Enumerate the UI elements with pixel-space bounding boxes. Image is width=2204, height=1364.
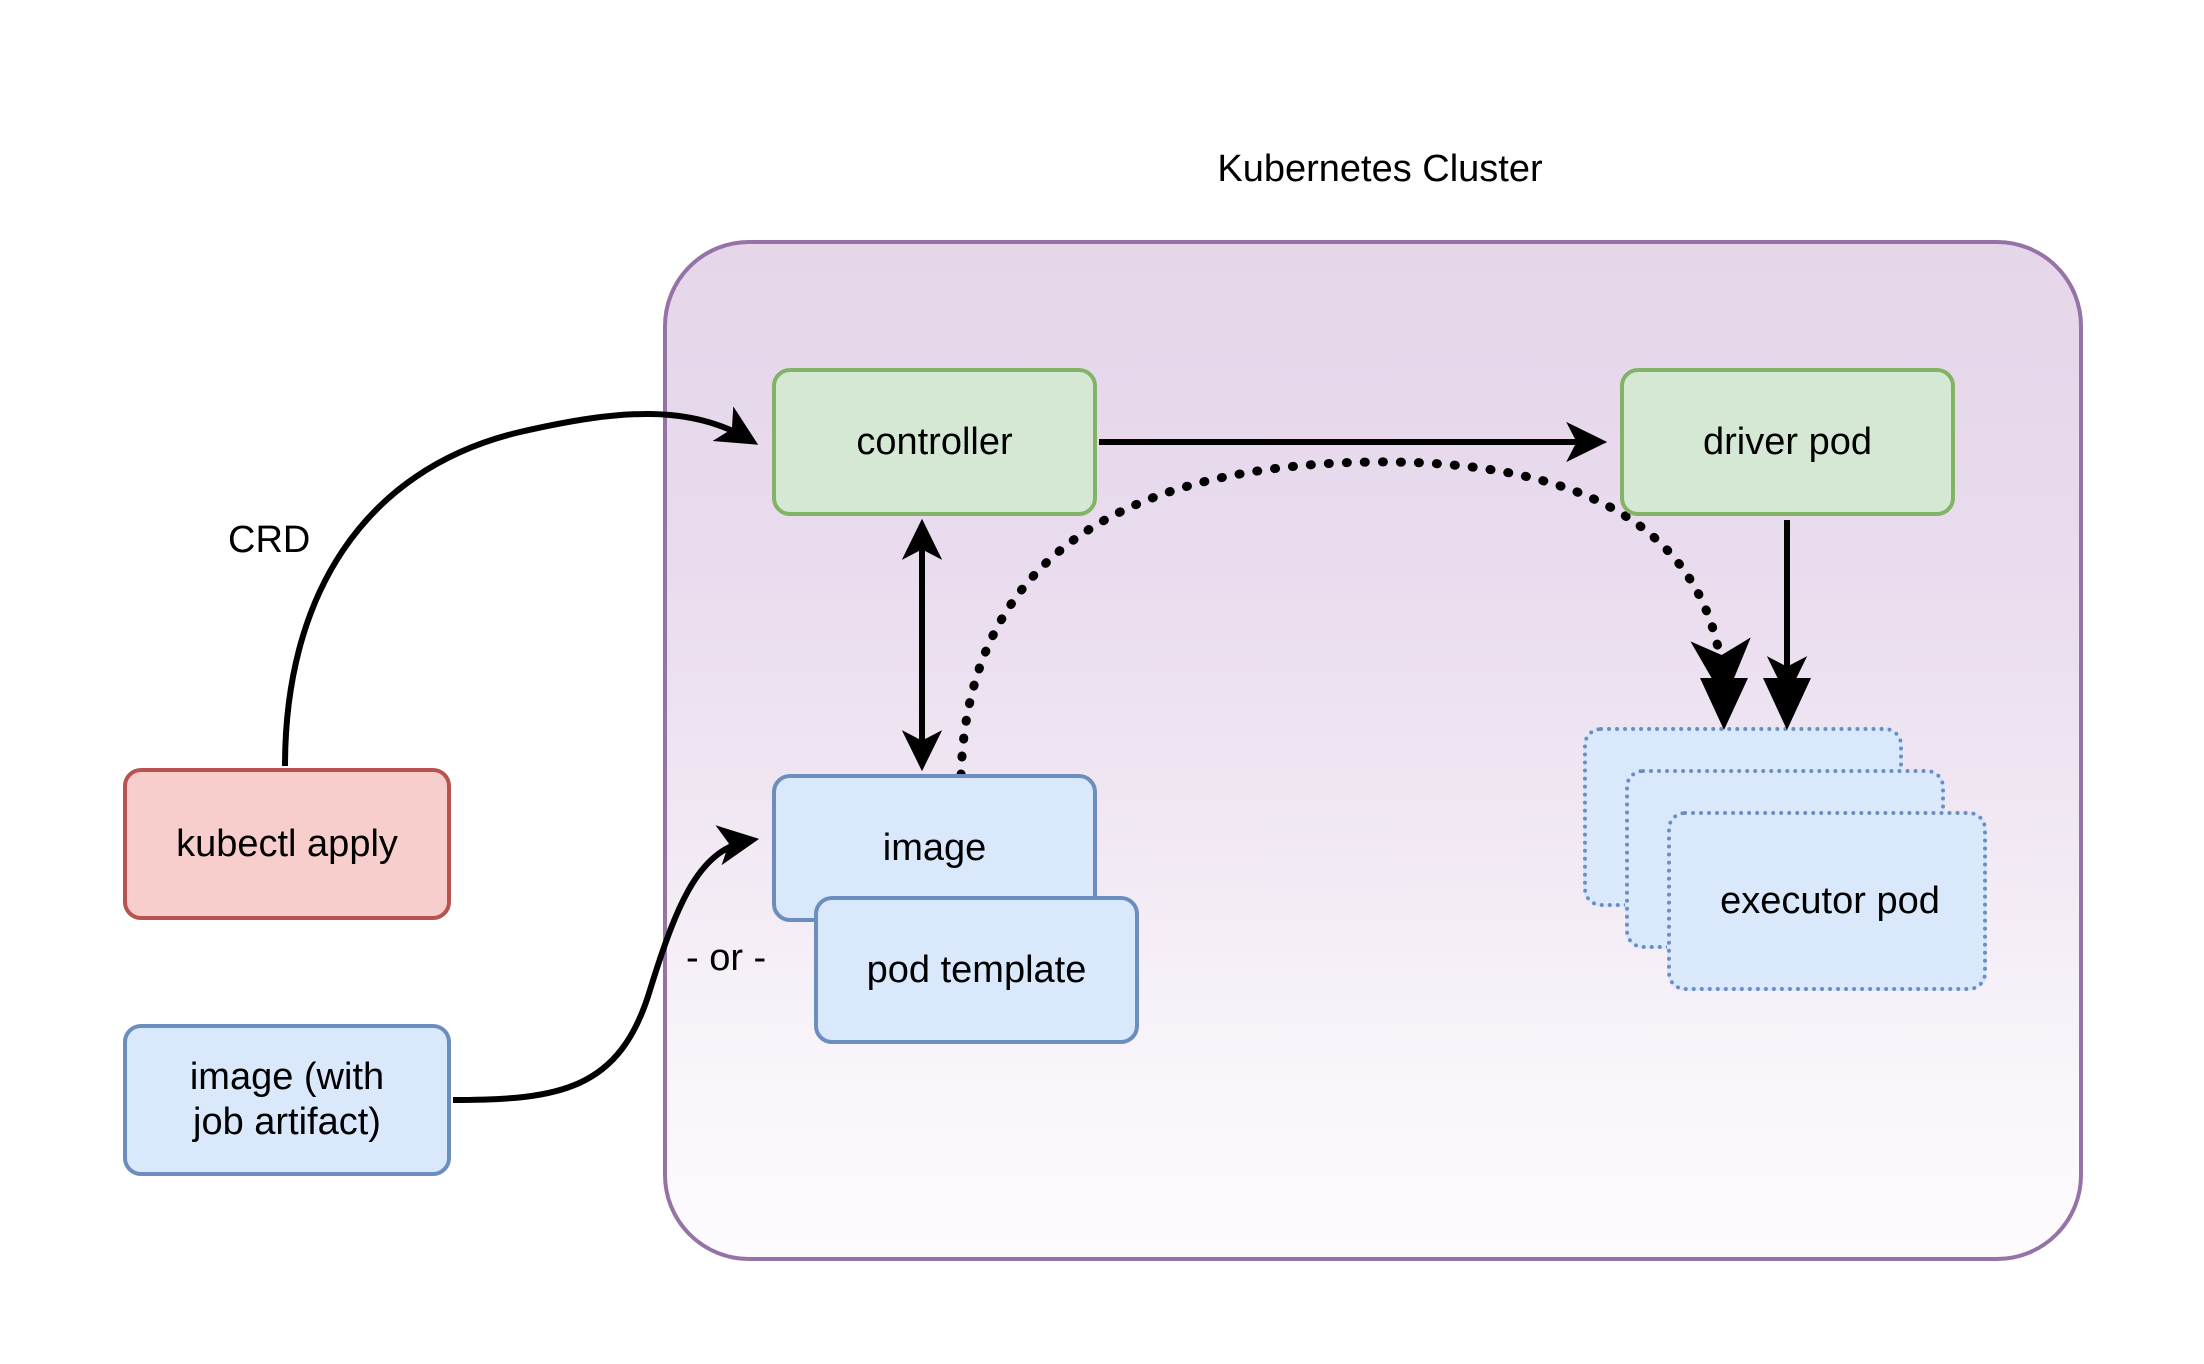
node-kubectl-apply-label: kubectl apply bbox=[176, 822, 398, 865]
cluster-title: Kubernetes Cluster bbox=[1217, 148, 1543, 190]
edge-label-crd: CRD bbox=[228, 519, 311, 561]
node-executor-pod-3[interactable]: executor pod bbox=[1667, 811, 1987, 991]
node-image-label: image bbox=[882, 826, 987, 869]
node-driver-pod-label: driver pod bbox=[1703, 420, 1872, 463]
node-controller-label: controller bbox=[856, 420, 1013, 463]
node-pod-template[interactable]: pod template bbox=[814, 896, 1139, 1044]
node-driver-pod[interactable]: driver pod bbox=[1620, 368, 1955, 516]
node-controller[interactable]: controller bbox=[772, 368, 1097, 516]
node-kubectl-apply[interactable]: kubectl apply bbox=[123, 768, 451, 920]
node-image-with-job-artifact-label: image (with job artifact) bbox=[189, 1056, 385, 1143]
node-executor-pod-3-label: executor pod bbox=[1720, 879, 1940, 922]
node-image-with-job-artifact[interactable]: image (with job artifact) bbox=[123, 1024, 451, 1176]
node-pod-template-label: pod template bbox=[866, 948, 1087, 991]
or-separator-label: - or - bbox=[686, 937, 767, 979]
